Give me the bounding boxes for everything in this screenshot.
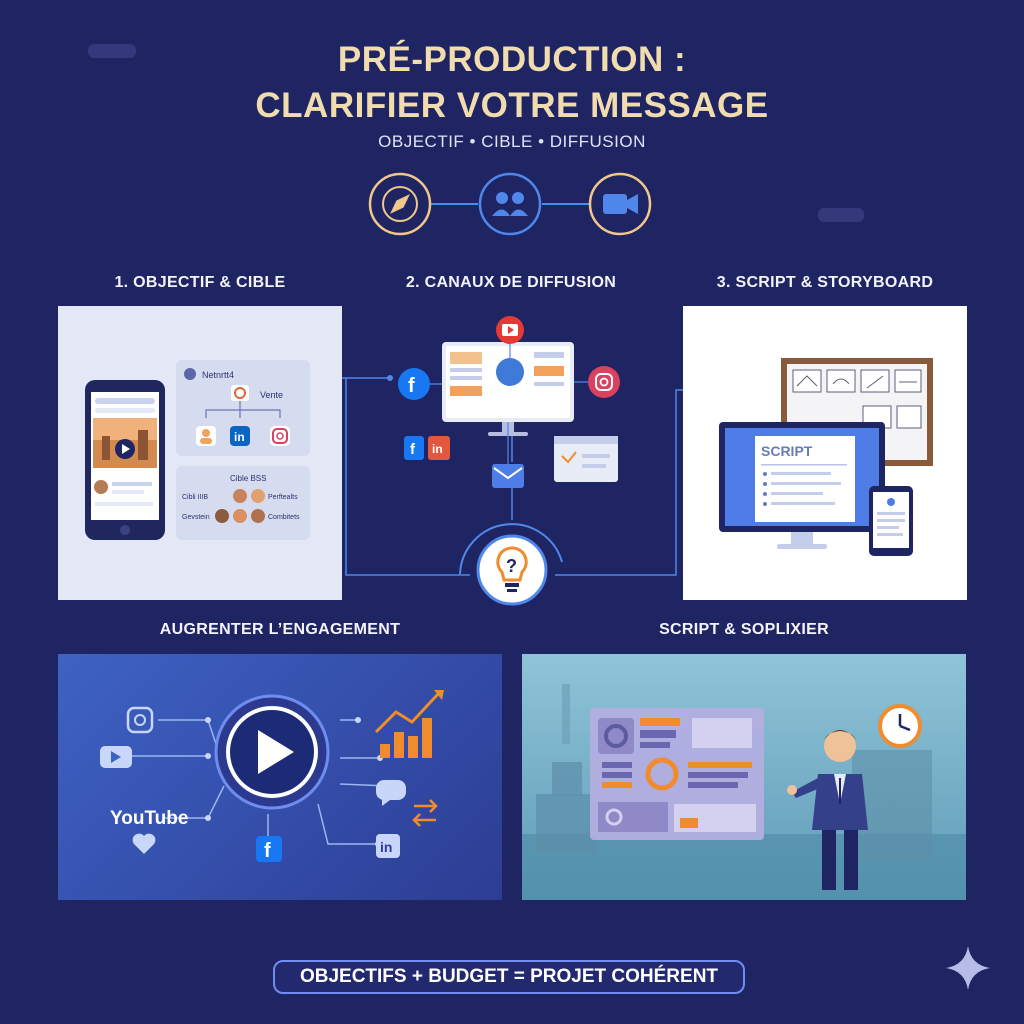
profile-card: Netnrtt4 Vente in xyxy=(176,360,310,456)
lightbulb-question-icon: ? xyxy=(476,534,548,606)
chat-icon xyxy=(376,780,406,806)
panel-engagement: YouTube f in xyxy=(58,654,502,900)
target-card: Cible BSS Cibli IIIB Perftealts Gevstein… xyxy=(176,466,310,540)
desktop-monitor: SCRIPT xyxy=(719,422,885,549)
footer-banner: OBJECTIFS + BUDGET = PROJET COHÉRENT xyxy=(273,960,745,994)
instagram-icon xyxy=(270,426,290,446)
svg-text:f: f xyxy=(264,840,271,862)
script-heading: SCRIPT xyxy=(761,443,813,459)
person-icon xyxy=(196,426,216,446)
svg-text:in: in xyxy=(432,442,443,456)
section-label-canaux: 2. CANAUX DE DIFFUSION xyxy=(405,274,617,291)
smartphone-mockup xyxy=(85,380,165,540)
svg-text:f: f xyxy=(410,441,416,458)
profile-tag: Vente xyxy=(260,390,283,400)
target-title: Cible BSS xyxy=(230,474,266,483)
panel-canaux-diffusion: f f in xyxy=(398,316,620,488)
page-title-line1: PRÉ-PRODUCTION : xyxy=(337,40,687,79)
people-icon xyxy=(478,172,542,236)
target-right1: Perftealts xyxy=(268,494,298,501)
linkedin-icon: in xyxy=(376,834,400,858)
section-label-engagement: AUGRENTER L’ENGAGEMENT xyxy=(159,621,401,638)
page-title-line2: CLARIFIER VOTRE MESSAGE xyxy=(255,86,769,125)
svg-text:in: in xyxy=(380,839,392,855)
presenter-figure xyxy=(787,730,868,890)
instagram-icon xyxy=(588,366,620,398)
youtube-icon xyxy=(496,316,524,344)
decor-pill-right xyxy=(818,208,864,222)
heart-icon xyxy=(132,833,156,854)
svg-text:f: f xyxy=(408,375,415,397)
profile-name: Netnrtt4 xyxy=(202,370,234,380)
compass-icon xyxy=(368,172,432,236)
section-label-soplixier: SCRIPT & SOPLIXIER xyxy=(659,621,829,638)
page-subtitle: OBJECTIF • CIBLE • DIFFUSION xyxy=(378,132,646,151)
youtube-icon xyxy=(100,746,132,768)
play-icon xyxy=(214,694,330,810)
monitor-mockup xyxy=(442,342,574,436)
tablet-mockup xyxy=(869,486,913,556)
panel-objectif-cible: Netnrtt4 Vente in Cible BSS xyxy=(58,306,342,600)
dashboard-board xyxy=(590,708,764,840)
decor-pill-left xyxy=(88,44,136,58)
target-left1: Cibli IIIB xyxy=(182,494,208,501)
svg-text:in: in xyxy=(234,430,245,444)
video-camera-icon xyxy=(588,172,652,236)
facebook-linkedin-badge: f in xyxy=(404,436,450,460)
header-icon-row xyxy=(368,172,652,236)
clock-icon xyxy=(878,704,922,748)
linkedin-icon: in xyxy=(230,426,250,446)
swap-arrows-icon xyxy=(412,799,438,827)
instagram-icon xyxy=(126,706,154,734)
target-left2: Gevstein xyxy=(182,514,210,521)
panel-script-storyboard: SCRIPT xyxy=(683,306,967,600)
facebook-icon: f xyxy=(398,368,430,400)
section-label-objectif: 1. OBJECTIF & CIBLE xyxy=(114,274,286,291)
email-icon xyxy=(492,464,524,488)
target-right2: Combitets xyxy=(268,514,300,521)
growth-chart-icon xyxy=(374,690,444,758)
section-label-script: 3. SCRIPT & STORYBOARD xyxy=(716,274,934,291)
sparkle-icon xyxy=(946,946,990,990)
facebook-icon: f xyxy=(256,836,282,862)
svg-text:?: ? xyxy=(506,556,517,576)
youtube-label: YouTube xyxy=(110,808,188,829)
browser-window xyxy=(554,436,618,482)
panel-soplixier xyxy=(522,654,966,900)
